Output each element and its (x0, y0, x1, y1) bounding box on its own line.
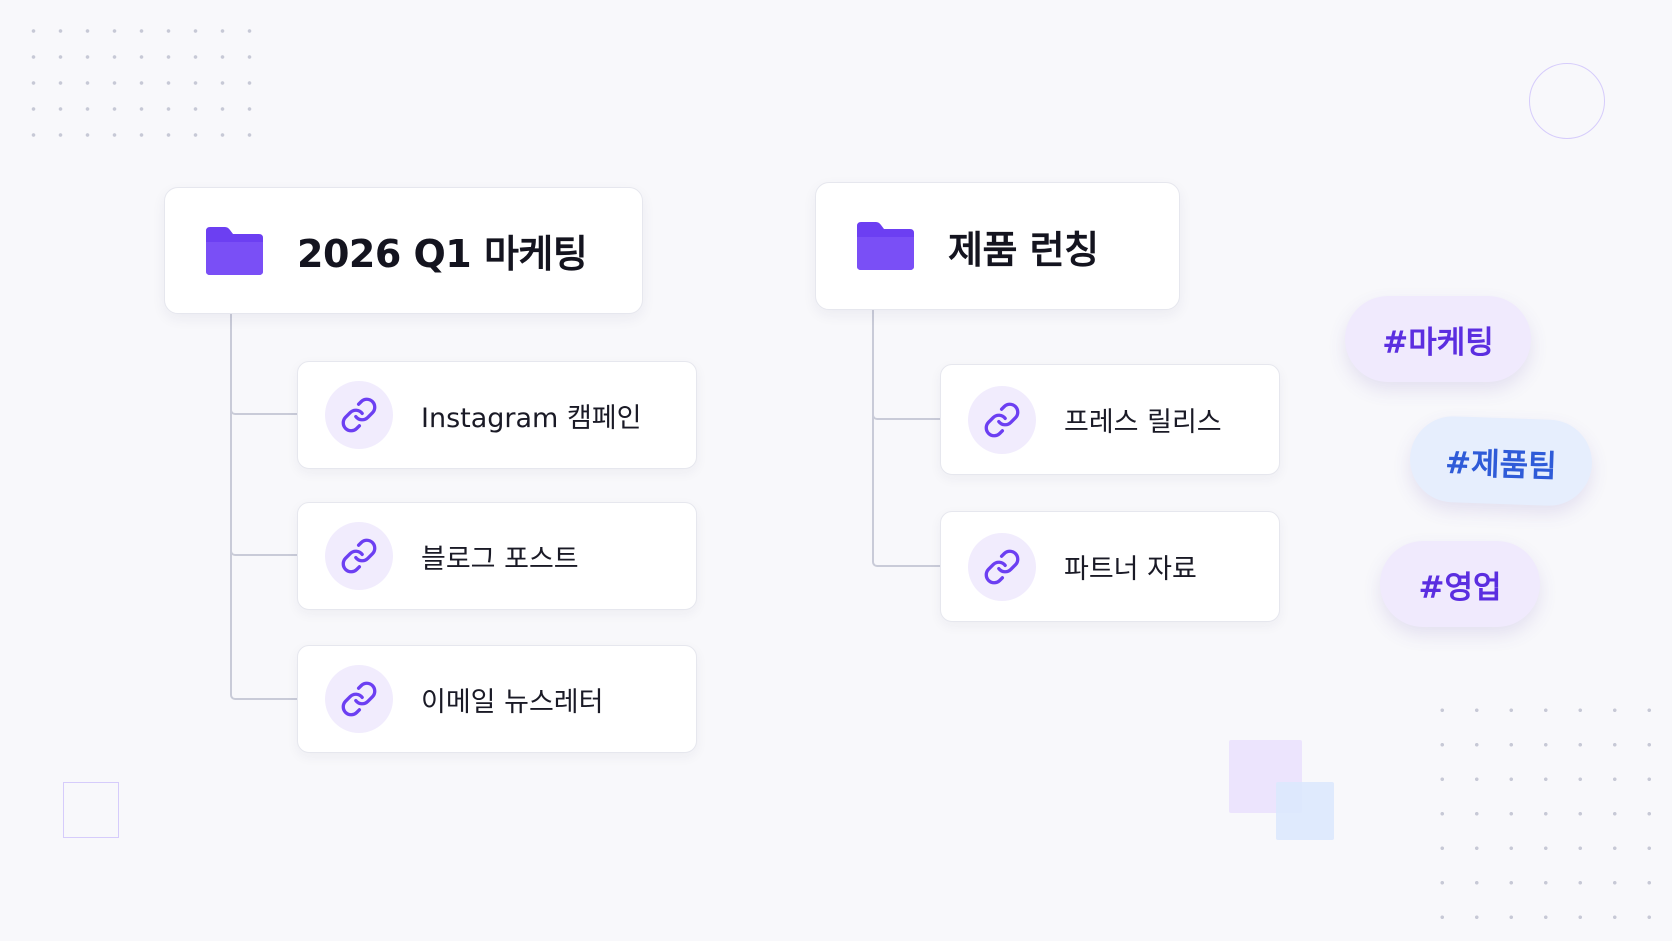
link-icon (341, 397, 377, 433)
link-icon-badge (325, 381, 393, 449)
tree-connector (872, 310, 940, 567)
link-label: 이메일 뉴스레터 (421, 686, 604, 718)
decorative-circle (1529, 63, 1605, 139)
folder-title: 2026 Q1 마케팅 (297, 232, 588, 276)
link-card-partner-materials[interactable]: 파트너 자료 (940, 511, 1280, 622)
folder-title: 제품 런칭 (948, 227, 1099, 272)
tag-product-team[interactable]: #제품팀 (1408, 414, 1594, 508)
link-icon (341, 538, 377, 574)
link-card-instagram[interactable]: Instagram 캠페인 (297, 361, 697, 469)
tag-sales[interactable]: #영업 (1380, 541, 1540, 627)
link-icon (984, 549, 1020, 584)
link-card-newsletter[interactable]: 이메일 뉴스레터 (297, 645, 697, 753)
folder-icon (206, 226, 263, 275)
link-icon-badge (325, 522, 393, 590)
decorative-block (1276, 782, 1334, 840)
tag-marketing[interactable]: #마케팅 (1345, 296, 1531, 382)
folder-icon (857, 222, 914, 270)
decorative-square (63, 782, 119, 838)
folder-card-marketing[interactable]: 2026 Q1 마케팅 (164, 187, 643, 314)
link-icon-badge (968, 385, 1036, 454)
link-label: 프레스 릴리스 (1064, 407, 1222, 438)
link-card-blog[interactable]: 블로그 포스트 (297, 502, 697, 610)
decorative-dot-grid (20, 18, 262, 144)
link-card-press-release[interactable]: 프레스 릴리스 (940, 364, 1280, 475)
folder-card-product-launch[interactable]: 제품 런칭 (815, 182, 1180, 310)
decorative-dot-grid (1425, 693, 1667, 923)
tree-connector (230, 314, 297, 700)
link-label: 파트너 자료 (1064, 554, 1197, 585)
link-icon (984, 402, 1020, 437)
link-icon-badge (325, 665, 393, 733)
link-icon (341, 681, 377, 717)
link-icon-badge (968, 532, 1036, 601)
link-label: 블로그 포스트 (421, 543, 579, 575)
link-label: Instagram 캠페인 (421, 402, 642, 434)
